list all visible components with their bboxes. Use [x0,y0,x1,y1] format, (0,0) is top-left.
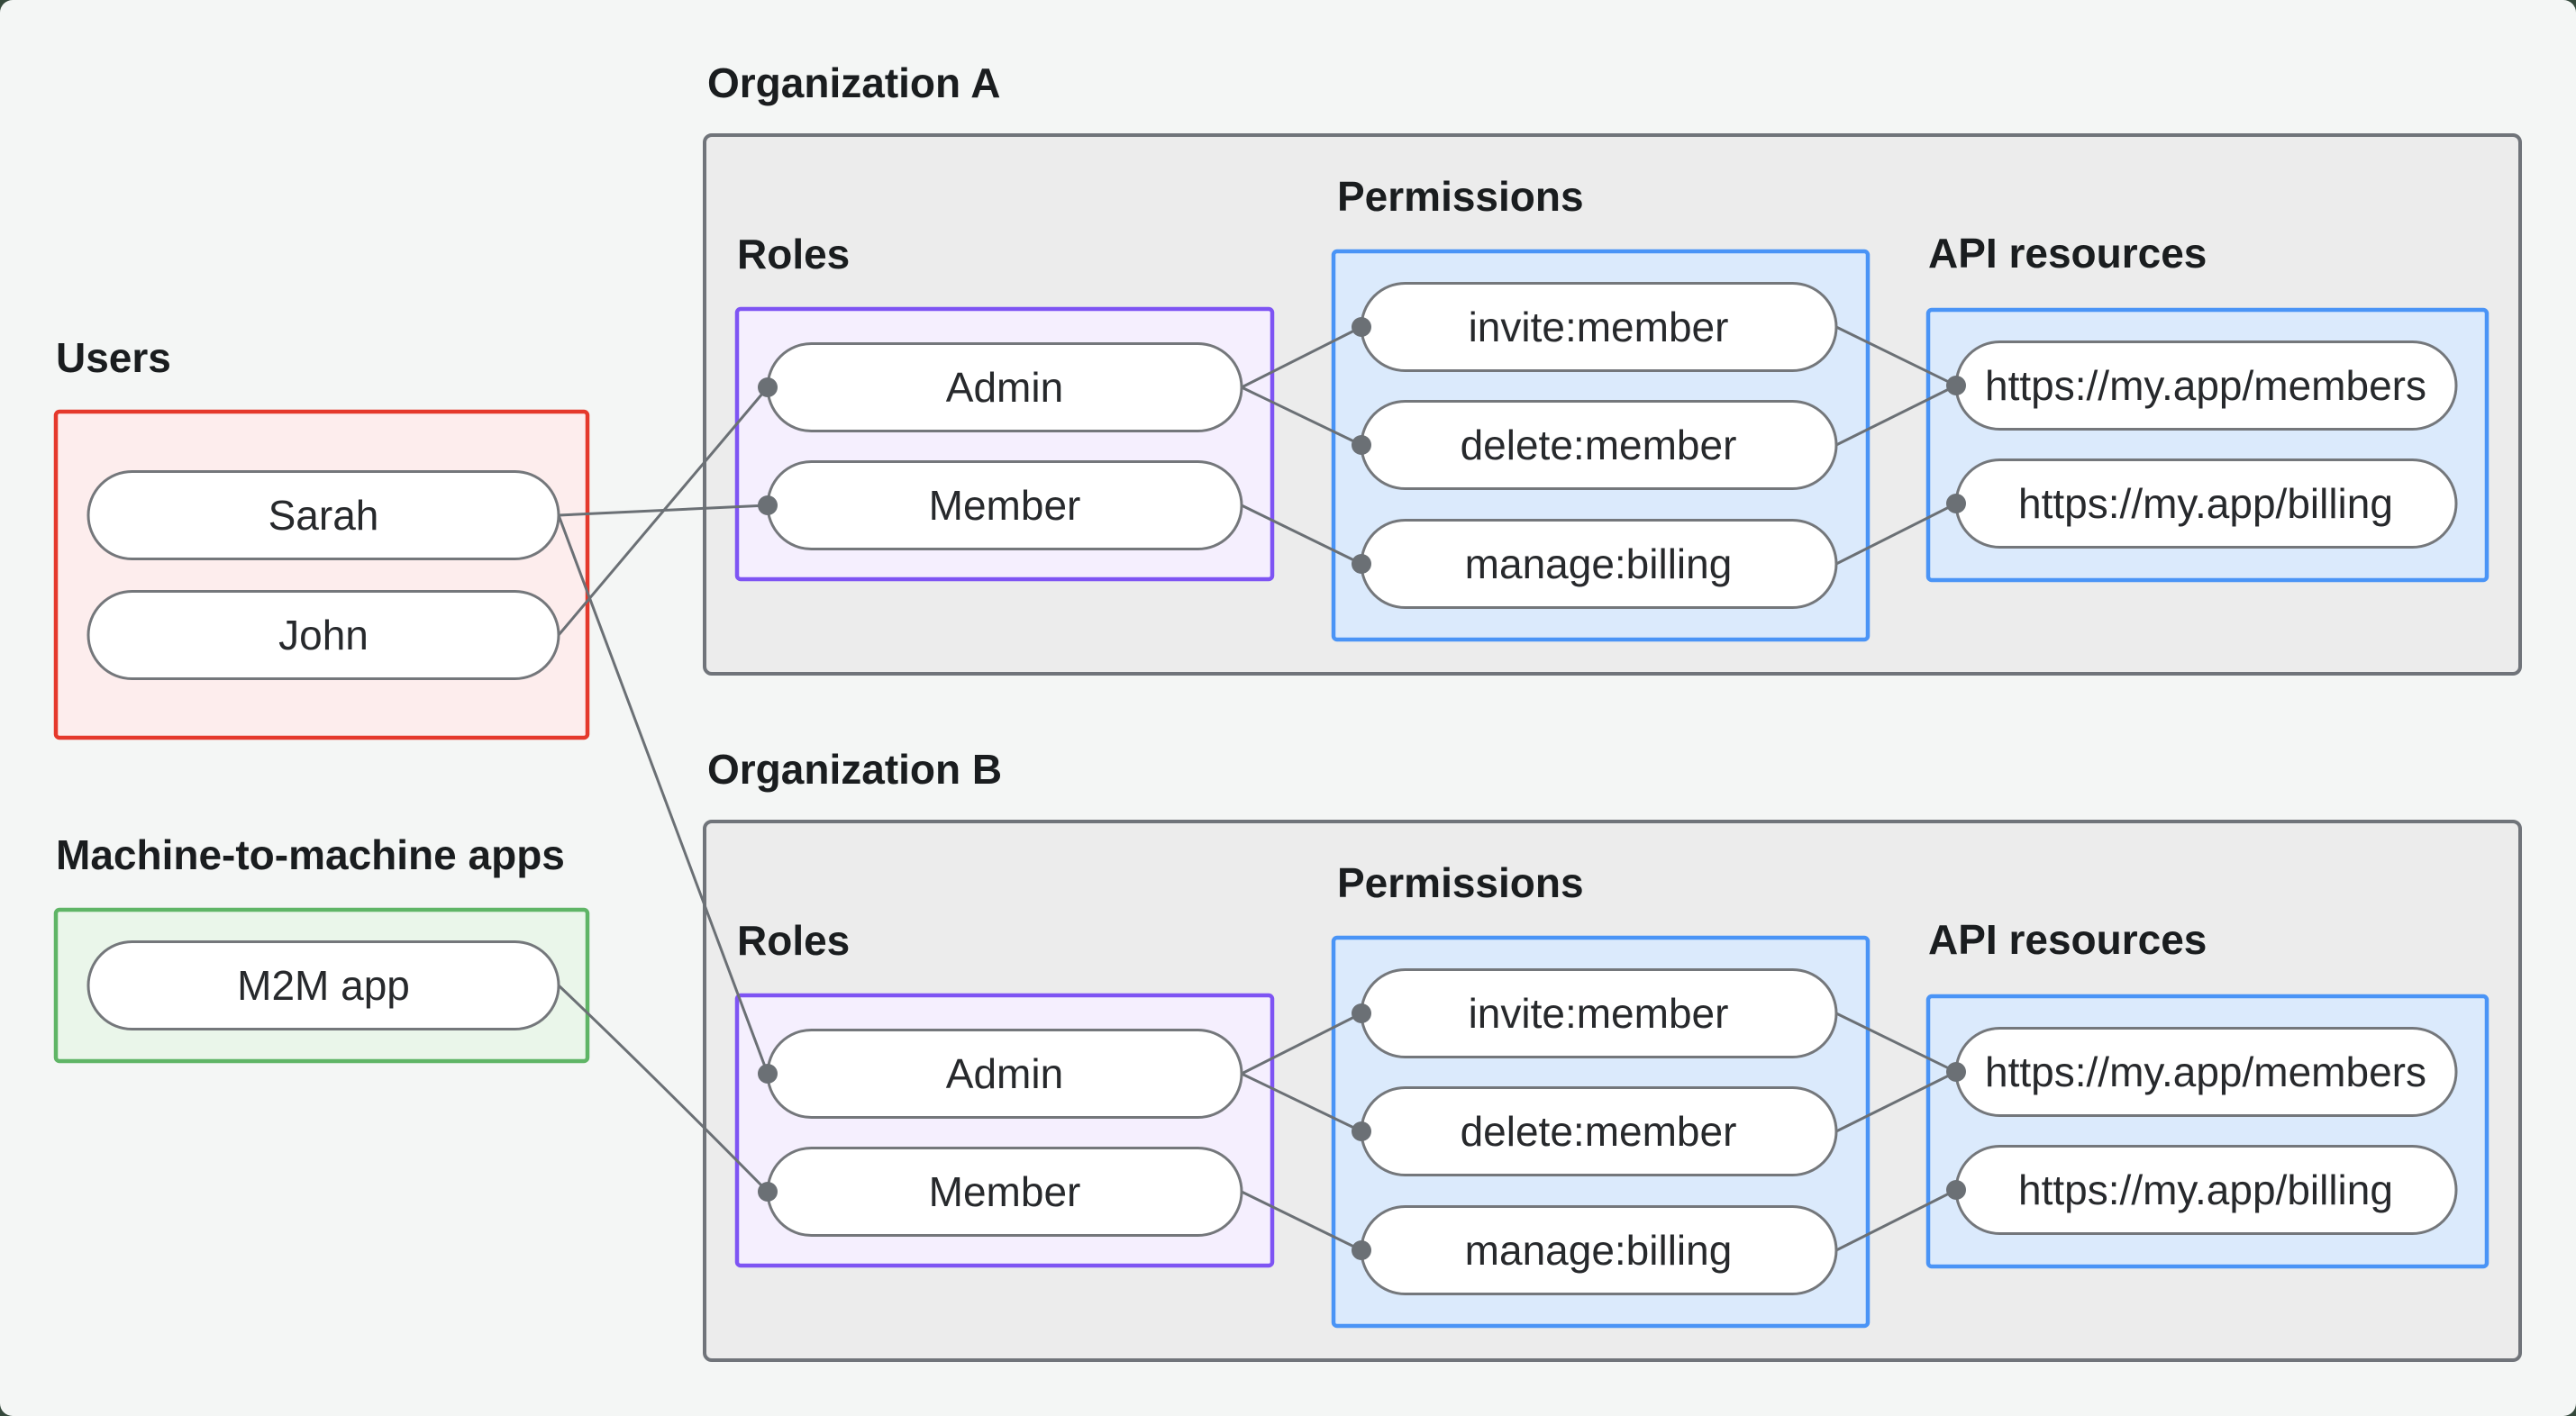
org-b-permissions-label: Permissions [1337,859,1584,906]
edge-dot-invite-b [1352,1003,1371,1023]
edge-dot-delete-b [1352,1121,1371,1141]
edge-delete-a-to-members-a [1835,384,1957,447]
edge-dot-invite-a [1352,317,1371,337]
edge-dot-manage-a [1352,554,1371,574]
edge-admin-a-to-invite-a [1241,325,1362,389]
node-john-pill [86,590,560,680]
node-delete-member-a-label: delete:member [1461,422,1737,468]
edge-dot-admin-b [758,1064,778,1084]
edge-admin-b-to-invite-b [1241,1012,1362,1076]
org-b-label: Organization B [707,746,1002,793]
node-john-label: John [278,612,369,658]
org-b-api-resources-label: API resources [1928,916,2207,963]
edge-john-to-admin-a [557,386,769,636]
edge-dot-member-a [758,495,778,515]
edge-sarah-to-admin-b [557,514,769,1075]
edge-dot-manage-b [1352,1240,1371,1260]
edge-dot-billing-b [1946,1180,1966,1200]
edge-invite-b-to-members-b [1835,1012,1957,1074]
edge-layer [557,325,1957,1252]
org-a-roles-label: Roles [737,231,850,277]
edge-manage-b-to-billing-b [1835,1188,1957,1252]
node-invite-member-b-label: invite:member [1469,990,1729,1037]
edge-dot-layer [758,317,1966,1260]
org-a-label: Organization A [707,59,1000,106]
org-a-permissions-label: Permissions [1337,173,1584,220]
edge-manage-a-to-billing-a [1835,502,1957,566]
edge-admin-b-to-delete-b [1241,1072,1362,1133]
users-group-box [53,409,590,740]
node-manage-billing-a-label: manage:billing [1465,540,1733,587]
edge-admin-a-to-delete-a [1241,386,1362,447]
org-a-api-resources-label: API resources [1928,230,2207,277]
edge-member-a-to-manage-a [1241,504,1362,566]
edge-dot-admin-a [758,377,778,397]
edge-dot-member-b [758,1182,778,1202]
m2m-group-label: Machine-to-machine apps [56,831,565,878]
node-member-a-label: Member [929,482,1081,529]
node-admin-b-label: Admin [946,1050,1063,1097]
node-billing-api-b-label: https://my.app/billing [2018,1166,2393,1213]
org-b-roles-label: Roles [737,917,850,964]
edge-m2m-to-member-b [557,984,769,1194]
edge-member-b-to-manage-b [1241,1190,1362,1252]
edge-invite-a-to-members-a [1835,325,1957,387]
node-delete-member-b-label: delete:member [1461,1108,1737,1155]
node-sarah-pill [86,470,560,560]
node-invite-member-a-label: invite:member [1469,304,1729,350]
edge-dot-delete-a [1352,435,1371,455]
node-manage-billing-b-label: manage:billing [1465,1227,1733,1274]
node-m2m-app-label: M2M app [237,962,410,1009]
users-group-label: Users [56,334,171,381]
edge-dot-billing-a [1946,494,1966,513]
node-members-api-a-label: https://my.app/members [1985,362,2426,409]
node-member-b-label: Member [929,1168,1081,1215]
edge-dot-members-a [1946,376,1966,395]
node-sarah-label: Sarah [269,492,379,539]
node-m2m-app-pill [86,940,560,1030]
edge-delete-b-to-members-b [1835,1070,1957,1133]
node-members-api-b-label: https://my.app/members [1985,1048,2426,1095]
node-admin-a-label: Admin [946,364,1063,411]
node-billing-api-a-label: https://my.app/billing [2018,480,2393,527]
edge-dot-members-b [1946,1062,1966,1082]
